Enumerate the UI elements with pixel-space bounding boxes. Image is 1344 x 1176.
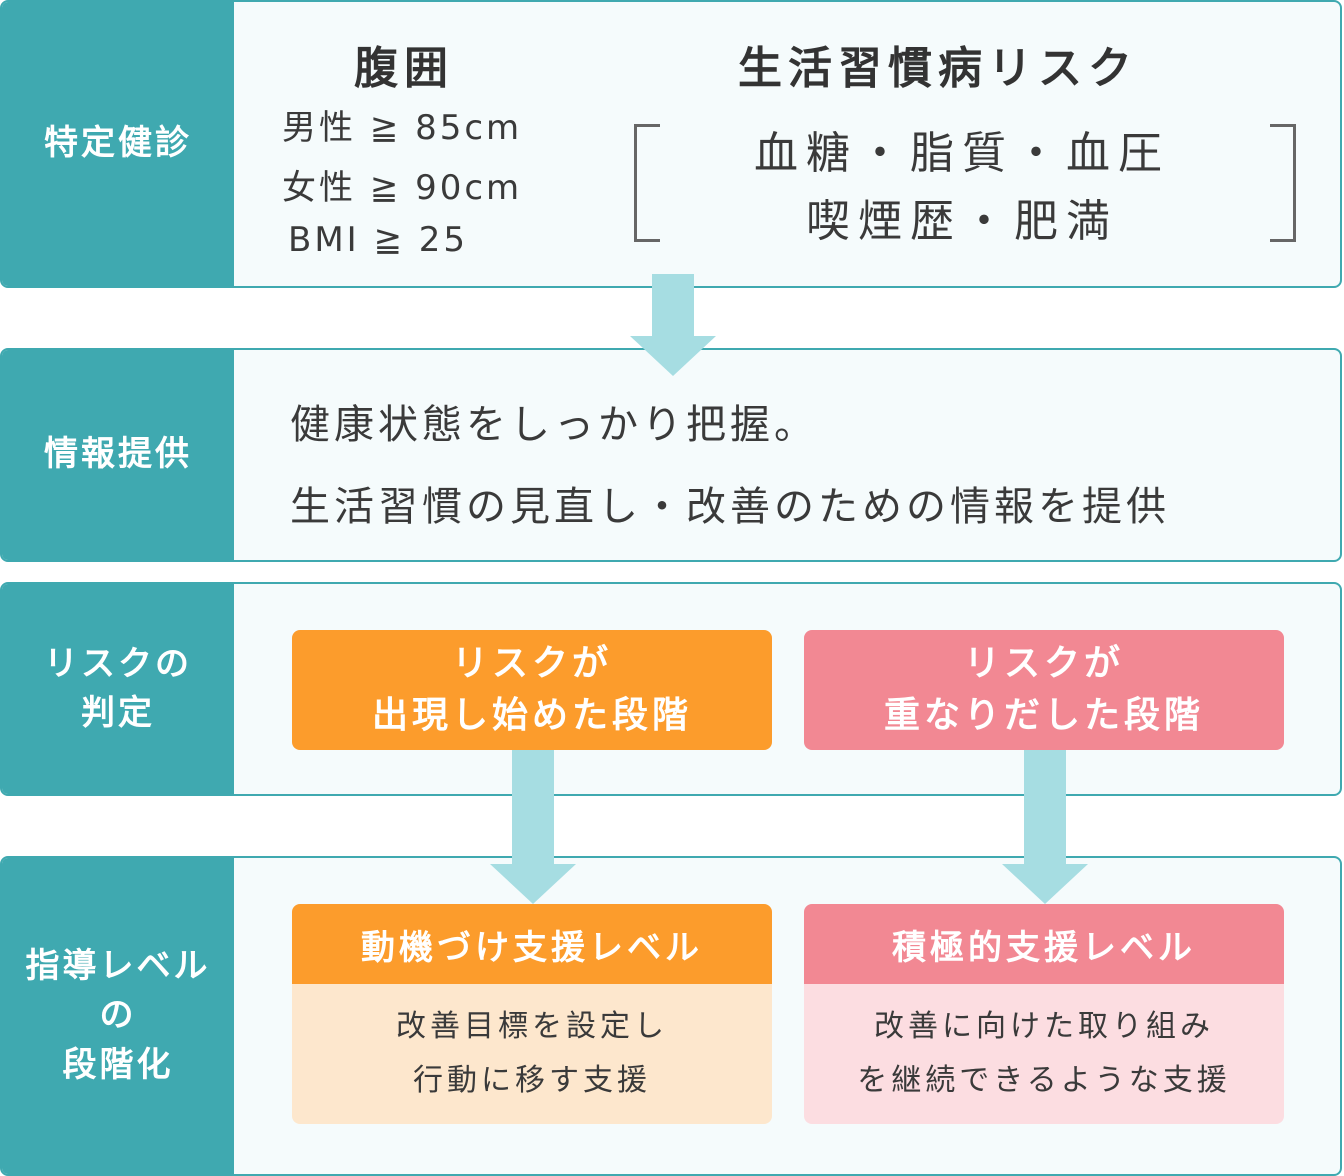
lifestyle-risk-title: 生活習慣病リスク	[738, 43, 1138, 94]
risk-items-line-2: 喫煙歴・肥満	[806, 196, 1118, 248]
info-line-1: 健康状態をしっかり把握。	[290, 402, 818, 448]
arrow-shaft	[1024, 750, 1066, 864]
waist-title: 腹囲	[354, 43, 454, 94]
row-label-guidance-level: 指導レベル の 段階化	[2, 858, 234, 1174]
criteria-bmi: BMI ≧ 25	[288, 220, 469, 260]
criteria-female: 女性 ≧ 90cm	[282, 168, 523, 208]
arrow-down-emerging-to-motivation	[490, 750, 576, 904]
row-label-risk-judgment: リスクの 判定	[2, 584, 234, 794]
level-motivation-support: 動機づけ支援レベル 改善目標を設定し 行動に移す支援	[292, 904, 772, 1124]
arrow-head	[630, 336, 716, 376]
risk-items-line-1: 血糖・脂質・血圧	[754, 128, 1170, 179]
stage-risk-emerging: リスクが 出現し始めた段階	[292, 630, 772, 750]
arrow-shaft	[512, 750, 554, 864]
stage-risk-overlapping: リスクが 重なりだした段階	[804, 630, 1284, 750]
risk-items: 血糖・脂質・血圧 喫煙歴・肥満	[662, 120, 1262, 256]
level-motivation-title: 動機づけ支援レベル	[292, 904, 772, 984]
row-information: 情報提供 健康状態をしっかり把握。 生活習慣の見直し・改善のための情報を提供	[0, 348, 1342, 562]
arrow-shaft	[652, 274, 694, 336]
row-label-information: 情報提供	[2, 350, 234, 560]
arrow-down-checkup-to-info	[630, 274, 716, 376]
left-bracket	[634, 124, 660, 242]
arrow-head	[490, 864, 576, 904]
level-active-support: 積極的支援レベル 改善に向けた取り組み を継続できるような支援	[804, 904, 1284, 1124]
arrow-head	[1002, 864, 1088, 904]
row-label-specific-checkup: 特定健診	[2, 2, 234, 286]
level-active-title: 積極的支援レベル	[804, 904, 1284, 984]
criteria-male: 男性 ≧ 85cm	[282, 108, 523, 148]
row-specific-checkup: 特定健診 腹囲 男性 ≧ 85cm 女性 ≧ 90cm BMI ≧ 25 生活習…	[0, 0, 1342, 288]
info-line-2: 生活習慣の見直し・改善のための情報を提供	[290, 484, 1170, 530]
right-bracket	[1270, 124, 1296, 242]
arrow-down-overlapping-to-active	[1002, 750, 1088, 904]
level-active-desc: 改善に向けた取り組み を継続できるような支援	[804, 984, 1284, 1124]
level-motivation-desc: 改善目標を設定し 行動に移す支援	[292, 984, 772, 1124]
